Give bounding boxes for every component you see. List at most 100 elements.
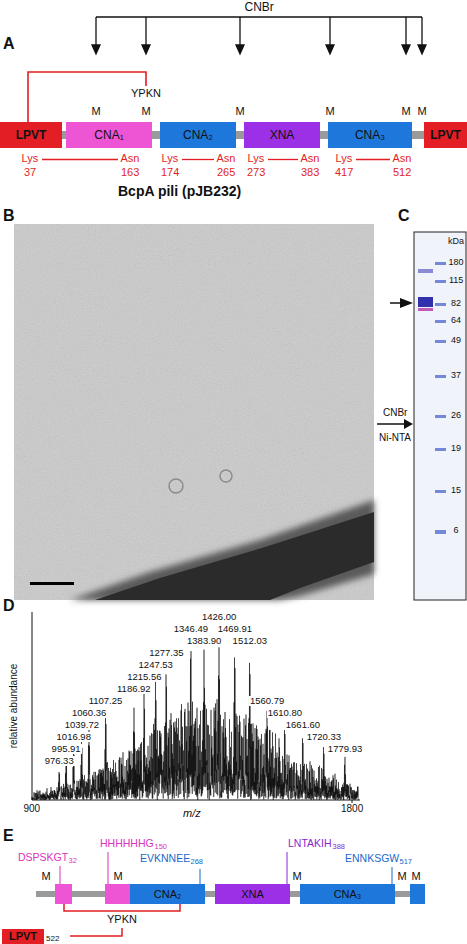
peak-label: 1039.72 bbox=[64, 720, 100, 730]
residue-number: 522 bbox=[46, 935, 59, 943]
marker-size: kDa bbox=[448, 237, 464, 246]
axis-title: m/z bbox=[183, 808, 201, 819]
spectrum bbox=[32, 647, 358, 800]
marker-size: 64 bbox=[451, 316, 461, 325]
marker-size: 49 bbox=[451, 336, 461, 345]
domain-name: CNA₂ bbox=[183, 129, 213, 141]
ladder-band bbox=[435, 320, 446, 323]
isopeptide-line bbox=[268, 159, 298, 160]
residue-label: M bbox=[326, 106, 335, 117]
peak-label: 1016.98 bbox=[56, 732, 92, 742]
residue-number: Asn bbox=[121, 153, 140, 164]
isopeptide-line bbox=[356, 159, 390, 160]
ladder-band bbox=[435, 490, 446, 493]
cleavage-arrow bbox=[329, 17, 330, 46]
cleavage-arrow bbox=[421, 17, 422, 46]
marker-size: 115 bbox=[449, 276, 463, 285]
particle bbox=[220, 470, 232, 482]
arrow-head bbox=[326, 45, 334, 54]
residue-label: M bbox=[418, 106, 427, 117]
gel-frame bbox=[414, 232, 466, 600]
domain-name: LPVT bbox=[430, 129, 461, 141]
residue-label: YPKN bbox=[107, 914, 137, 925]
ladder-band bbox=[435, 340, 446, 343]
panel-letter: B bbox=[3, 208, 15, 224]
gel-band bbox=[418, 297, 433, 307]
peptide-label: HHHHHHG bbox=[100, 838, 154, 849]
domain-name: CNA₃ bbox=[334, 889, 362, 900]
panel-letter: E bbox=[3, 828, 14, 844]
arrow-head bbox=[236, 45, 244, 54]
panel-letter: C bbox=[398, 208, 410, 224]
band-arrow bbox=[390, 302, 401, 304]
ladder bbox=[435, 262, 446, 534]
domain-name: XNA bbox=[270, 129, 295, 141]
particle bbox=[169, 479, 183, 493]
peptide-label: DSPSKGT bbox=[18, 852, 68, 863]
arrow-head bbox=[142, 45, 150, 54]
linker bbox=[152, 131, 160, 139]
residue-number: Lys bbox=[336, 153, 353, 164]
residue-label: M bbox=[412, 871, 421, 882]
tick bbox=[352, 800, 353, 803]
cna-domain: CNA₁ bbox=[66, 122, 152, 148]
peak-label: 1107.25 bbox=[88, 696, 124, 706]
linker bbox=[412, 131, 424, 139]
construct-name: BcpA pili (pJB232) bbox=[118, 184, 241, 198]
axis-label: CNBr bbox=[383, 408, 407, 418]
peak-label: 1720.33 bbox=[306, 732, 342, 742]
domain-name: LPVT bbox=[16, 129, 47, 141]
peak-label: 1661.60 bbox=[285, 720, 321, 730]
domain-name: XNA bbox=[241, 889, 264, 900]
xna-domain: XNA bbox=[244, 122, 320, 148]
residue-number: Lys bbox=[248, 153, 265, 164]
cleavage-arrow bbox=[405, 17, 406, 46]
residue-label: M bbox=[142, 106, 151, 117]
peak-label: 1469.91 bbox=[217, 624, 253, 634]
residue-label: M bbox=[402, 106, 411, 117]
linker bbox=[236, 131, 244, 139]
residue-number: Lys bbox=[162, 153, 179, 164]
peak-label: 1779.93 bbox=[327, 744, 363, 754]
residue-number: 383 bbox=[301, 167, 319, 178]
domain-name: LPVT bbox=[9, 931, 37, 942]
isopeptide-link bbox=[64, 904, 180, 911]
residue-number: 32 bbox=[69, 857, 77, 865]
peak-label: 1610.80 bbox=[267, 708, 303, 718]
cna-domain: CNA₃ bbox=[300, 884, 395, 904]
xna-domain: XNA bbox=[215, 884, 290, 904]
bracket-line bbox=[96, 16, 422, 17]
isopeptide-link bbox=[28, 72, 146, 122]
peptide-label: ENNKSGW bbox=[345, 853, 399, 864]
marker-size: 15 bbox=[451, 486, 461, 495]
residue-number: 265 bbox=[217, 167, 235, 178]
residue-number: 388 bbox=[333, 843, 346, 851]
panel-letter: A bbox=[3, 36, 15, 52]
residue-number: 163 bbox=[121, 167, 139, 178]
cleavage-arrow bbox=[145, 17, 146, 46]
cleavage-arrow bbox=[239, 17, 240, 46]
residue-number: 512 bbox=[393, 167, 411, 178]
axis-label: 1800 bbox=[341, 804, 363, 814]
cnbr-bracket bbox=[92, 17, 426, 54]
gel bbox=[377, 232, 466, 600]
leader-line bbox=[287, 852, 288, 884]
peak-label: 1560.79 bbox=[249, 696, 285, 706]
linker bbox=[36, 891, 55, 897]
leader-line bbox=[108, 852, 109, 884]
marker-size: 82 bbox=[451, 299, 461, 308]
marker-size: 180 bbox=[449, 258, 464, 267]
axis-label: Ni-NTA bbox=[379, 433, 411, 443]
residue-number: Asn bbox=[217, 153, 236, 164]
residue-label: M bbox=[236, 106, 245, 117]
residue-label: M bbox=[114, 871, 123, 882]
ladder-band bbox=[435, 262, 446, 265]
isopeptide-line bbox=[182, 159, 214, 160]
panel-letter: D bbox=[3, 598, 15, 614]
residue-number: 517 bbox=[400, 858, 413, 866]
residue-number: Asn bbox=[393, 153, 412, 164]
marker-size: 19 bbox=[451, 444, 461, 453]
leader-line bbox=[392, 867, 393, 884]
isopeptide-line bbox=[42, 159, 118, 160]
peak-label: 1277.35 bbox=[148, 648, 184, 658]
